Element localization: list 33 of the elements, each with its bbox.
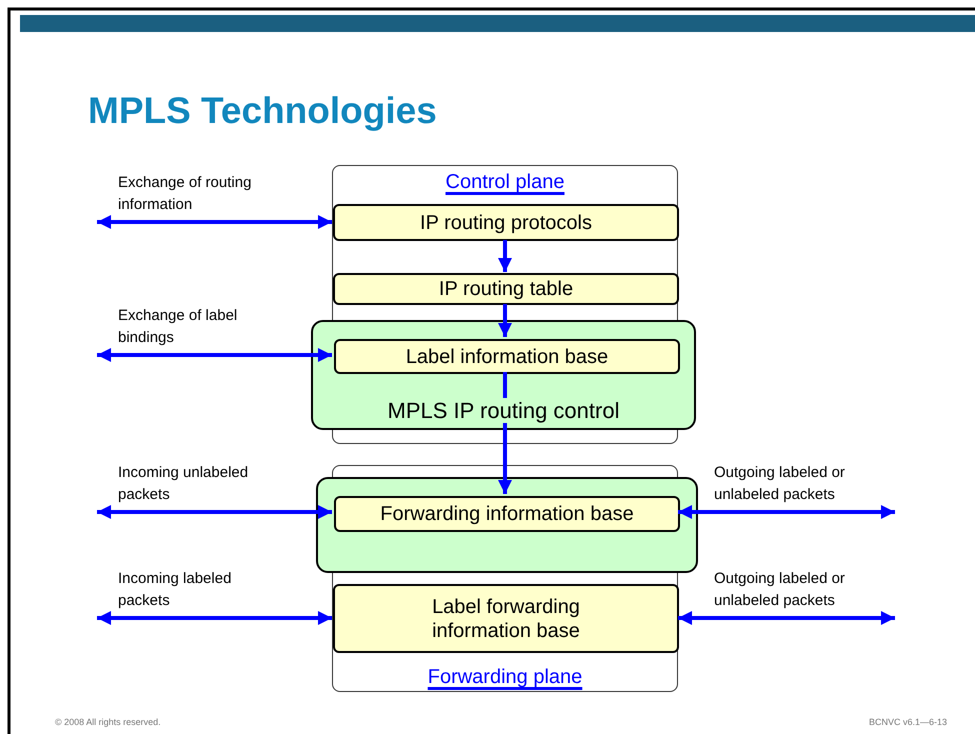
arrow bbox=[498, 240, 512, 272]
box-label: Label information base bbox=[406, 344, 608, 368]
plane-heading: Forwarding plane bbox=[428, 666, 582, 688]
edge-label: Exchange of label bindings bbox=[118, 306, 238, 348]
process-box bbox=[333, 204, 679, 241]
edge-label: Outgoing labeled or unlabeled packets bbox=[714, 463, 846, 505]
arrow bbox=[97, 348, 332, 362]
plane-frame bbox=[332, 465, 678, 692]
slide-code: BCNVC v6.1—6-13 bbox=[868, 717, 947, 727]
edge-label: Outgoing labeled or unlabeled packets bbox=[714, 569, 846, 611]
edge-label: Exchange of routing information bbox=[118, 173, 252, 215]
box-label: Forwarding information base bbox=[380, 502, 634, 526]
box-label: IP routing table bbox=[438, 277, 574, 301]
arrow bbox=[678, 611, 895, 625]
box-label: IP routing protocols bbox=[420, 210, 592, 234]
arrow bbox=[678, 505, 895, 519]
arrow bbox=[97, 611, 332, 625]
plane-frame bbox=[332, 165, 678, 444]
group-box bbox=[311, 320, 696, 430]
arrow bbox=[97, 505, 332, 519]
edge-label: Incoming unlabeled packets bbox=[118, 463, 250, 505]
arrow bbox=[97, 215, 332, 229]
slide-title: MPLS Technologies bbox=[88, 90, 437, 132]
process-box bbox=[334, 496, 680, 532]
process-box bbox=[333, 584, 679, 653]
process-box bbox=[333, 273, 679, 305]
process-box bbox=[334, 339, 680, 374]
arrow bbox=[498, 304, 512, 337]
edge-label: Incoming labeled packets bbox=[118, 569, 232, 611]
box-label: Label forwarding information base bbox=[431, 594, 581, 642]
plane-heading: Control plane bbox=[446, 171, 564, 193]
copyright-note: © 2008 All rights reserved. bbox=[55, 717, 161, 727]
group-box bbox=[316, 477, 698, 573]
